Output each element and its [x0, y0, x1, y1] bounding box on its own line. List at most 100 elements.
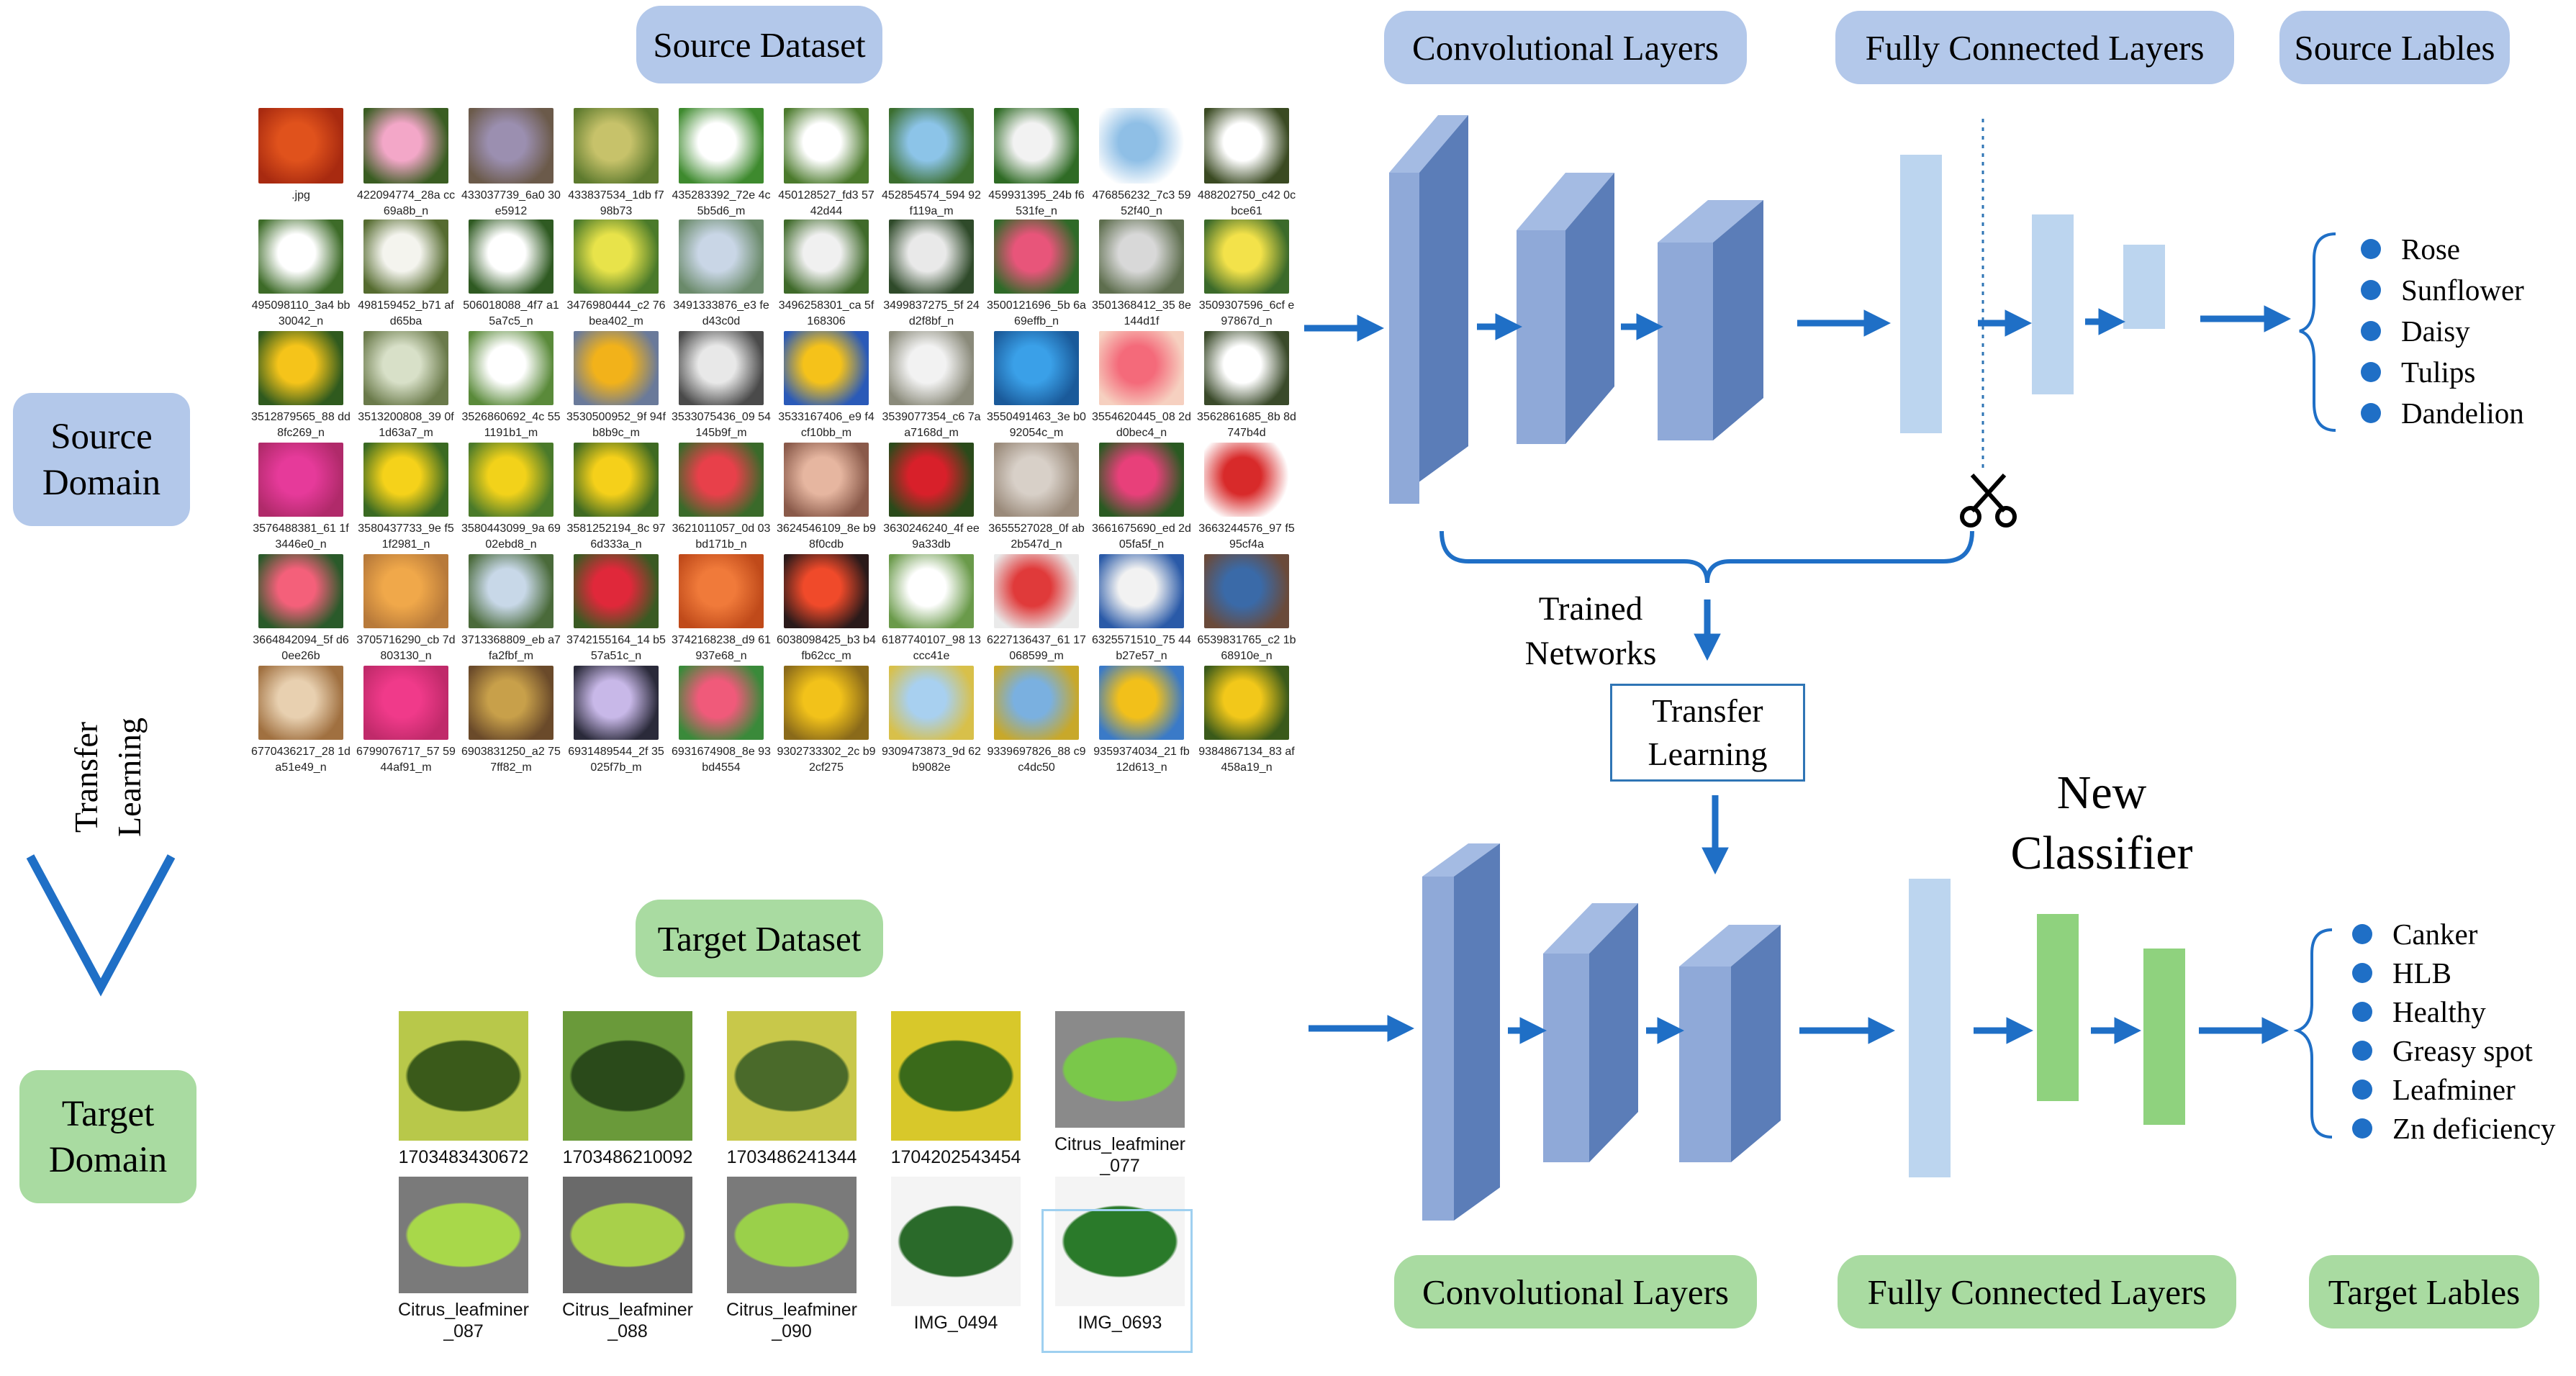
source-thumbnail[interactable]: 433837534_1db f798b73 — [564, 108, 669, 219]
source-thumbnail[interactable]: 9384867134_83 af458a19_n — [1194, 666, 1299, 777]
label-text: Dandelion — [2401, 396, 2524, 430]
source-thumbnail[interactable]: 3496258301_ca 5f168306 — [774, 219, 879, 331]
target-thumbnail[interactable]: 1704202543454 — [874, 1011, 1038, 1177]
thumbnail-caption: 6931674908_8e 93bd4554 — [672, 746, 771, 774]
source-thumbnail[interactable]: 3621011057_0d 03bd171b_n — [669, 443, 774, 554]
source-thumbnail[interactable]: 433037739_6a0 30e5912 — [458, 108, 564, 219]
source-thumbnail[interactable]: 3501368412_35 8e144d1f — [1089, 219, 1194, 331]
source-thumbnail[interactable]: 3562861685_8b 8d747b4d — [1194, 331, 1299, 443]
target-thumbnail[interactable]: 1703486210092 — [546, 1011, 710, 1177]
thumbnail-caption: 3742155164_14 b557a51c_n — [566, 634, 666, 662]
flower-photo-icon — [889, 666, 974, 740]
bullet-icon — [2352, 1079, 2372, 1100]
thumbnail-caption: 9359374034_21 fb12d613_n — [1093, 746, 1190, 774]
source-thumbnail[interactable]: 3580443099_9a 6902ebd8_n — [458, 443, 564, 554]
source-thumbnail[interactable]: 3500121696_5b 6a69effb_n — [984, 219, 1089, 331]
source-thumbnail[interactable]: 459931395_24b f6531fe_n — [984, 108, 1089, 219]
source-thumbnail[interactable]: 9339697826_88 c9c4dc50 — [984, 666, 1089, 777]
source-thumbnail[interactable]: 6799076717_57 5944af91_m — [353, 666, 458, 777]
source-thumbnail[interactable]: 3742155164_14 b557a51c_n — [564, 554, 669, 666]
target-labels-header-label: Target Lables — [2328, 1272, 2521, 1312]
target-thumbnail[interactable]: Citrus_leafminer _088 — [546, 1177, 710, 1342]
bullet-icon — [2361, 279, 2381, 300]
target-thumbnail[interactable]: IMG_0693 — [1038, 1177, 1202, 1342]
source-thumbnail[interactable]: 3539077354_c6 7aa7168d_m — [879, 331, 984, 443]
source-thumbnail[interactable]: 3509307596_6cf e97867d_n — [1194, 219, 1299, 331]
fc-layer-top-1 — [1900, 155, 1942, 433]
source-thumbnail[interactable]: 3533167406_e9 f4cf10bb_m — [774, 331, 879, 443]
source-thumbnail[interactable]: 3655527028_0f ab2b547d_n — [984, 443, 1089, 554]
flower-photo-icon — [1099, 219, 1184, 294]
flower-photo-icon — [469, 443, 553, 517]
target-thumbnail[interactable]: Citrus_leafminer _090 — [710, 1177, 874, 1342]
source-thumbnail[interactable]: 506018088_4f7 a15a7c5_n — [458, 219, 564, 331]
source-thumbnail[interactable]: 3491333876_e3 fed43c0d — [669, 219, 774, 331]
source-thumbnail[interactable]: 3661675690_ed 2d05fa5f_n — [1089, 443, 1194, 554]
source-thumbnail[interactable]: 3630246240_4f ee9a33db — [879, 443, 984, 554]
thumbnail-caption: 3512879565_88 dd8fc269_n — [251, 411, 351, 439]
source-thumbnail[interactable]: 3512879565_88 dd8fc269_n — [248, 331, 353, 443]
target-thumbnail[interactable]: 1703486241344 — [710, 1011, 874, 1177]
source-thumbnail[interactable]: 3580437733_9e f51f2981_n — [353, 443, 458, 554]
thumbnail-caption: 3562861685_8b 8d747b4d — [1197, 411, 1296, 439]
source-thumbnail[interactable]: 6931674908_8e 93bd4554 — [669, 666, 774, 777]
bullet-icon — [2352, 1002, 2372, 1022]
label-item: Zn deficiency — [2352, 1109, 2556, 1148]
thumbnail-caption: 3554620445_08 2dd0bec4_n — [1092, 411, 1191, 439]
source-thumbnail[interactable]: 3530500952_9f 94fb8b9c_m — [564, 331, 669, 443]
bullet-icon — [2352, 1041, 2372, 1061]
source-thumbnail[interactable]: 3664842094_5f d60ee26b — [248, 554, 353, 666]
source-thumbnail[interactable]: 6325571510_75 44b27e57_n — [1089, 554, 1194, 666]
source-thumbnail[interactable]: 6931489544_2f 35025f7b_m — [564, 666, 669, 777]
source-thumbnail[interactable]: 452854574_594 92f119a_m — [879, 108, 984, 219]
conv-layers-bottom-header: Convolutional Layers — [1394, 1255, 1757, 1329]
source-thumbnail[interactable]: 3513200808_39 0f1d63a7_m — [353, 331, 458, 443]
source-thumbnail[interactable]: 3533075436_09 54145b9f_m — [669, 331, 774, 443]
source-thumbnail[interactable]: 3705716290_cb 7d803130_n — [353, 554, 458, 666]
source-thumbnail[interactable]: 3550491463_3e b092054c_m — [984, 331, 1089, 443]
source-thumbnail[interactable]: 3713368809_eb a7fa2fbf_m — [458, 554, 564, 666]
thumbnail-caption: 3742168238_d9 61937e68_n — [672, 634, 771, 662]
source-thumbnail[interactable]: 3742168238_d9 61937e68_n — [669, 554, 774, 666]
source-thumbnail[interactable]: 3624546109_8e b98f0cdb — [774, 443, 879, 554]
label-item: Greasy spot — [2352, 1031, 2556, 1070]
target-thumbnail[interactable]: Citrus_leafminer _087 — [381, 1177, 546, 1342]
target-thumbnail[interactable]: 1703483430672 — [381, 1011, 546, 1177]
source-thumbnail[interactable]: 6903831250_a2 757ff82_m — [458, 666, 564, 777]
trained-networks-label: Trained Networks — [1501, 587, 1681, 676]
flower-photo-icon — [784, 554, 869, 628]
source-thumbnail[interactable]: 498159452_b71 afd65ba — [353, 219, 458, 331]
fc-layer-bottom-2 — [2037, 914, 2079, 1101]
source-thumbnail[interactable]: 450128527_fd3 5742d44 — [774, 108, 879, 219]
source-thumbnail[interactable]: 9359374034_21 fb12d613_n — [1089, 666, 1194, 777]
source-thumbnail[interactable]: 488202750_c42 0cbce61 — [1194, 108, 1299, 219]
source-thumbnail[interactable]: 9302733302_2c b92cf275 — [774, 666, 879, 777]
source-thumbnail[interactable]: 435283392_72e 4c5b5d6_m — [669, 108, 774, 219]
source-thumbnail[interactable]: .jpg — [248, 108, 353, 219]
thumbnail-caption: 488202750_c42 0cbce61 — [1197, 189, 1296, 217]
source-thumbnail[interactable]: 6038098425_b3 b4fb62cc_m — [774, 554, 879, 666]
thumbnail-caption: 3621011057_0d 03bd171b_n — [672, 522, 771, 551]
source-thumbnail[interactable]: 476856232_7c3 5952f40_n — [1089, 108, 1194, 219]
target-thumbnail[interactable]: IMG_0494 — [874, 1177, 1038, 1342]
source-thumbnail[interactable]: 422094774_28a cc69a8b_n — [353, 108, 458, 219]
flower-photo-icon — [679, 666, 764, 740]
source-thumbnail[interactable]: 6539831765_c2 1b68910e_n — [1194, 554, 1299, 666]
source-thumbnail[interactable]: 3576488381_61 1f3446e0_n — [248, 443, 353, 554]
target-thumbnail[interactable]: Citrus_leafminer _077 — [1038, 1011, 1202, 1177]
source-thumbnail[interactable]: 3499837275_5f 24d2f8bf_n — [879, 219, 984, 331]
source-thumbnail[interactable]: 495098110_3a4 bb30042_n — [248, 219, 353, 331]
source-thumbnail[interactable]: 3663244576_97 f595cf4a — [1194, 443, 1299, 554]
source-thumbnail[interactable]: 9309473873_9d 62b9082e — [879, 666, 984, 777]
source-thumbnail[interactable]: 6227136437_61 17068599_m — [984, 554, 1089, 666]
thumbnail-caption: 1704202543454 — [890, 1147, 1021, 1167]
source-thumbnail[interactable]: 3581252194_8c 976d333a_n — [564, 443, 669, 554]
thumbnail-caption: 9339697826_88 c9c4dc50 — [987, 746, 1086, 774]
source-thumbnail[interactable]: 3554620445_08 2dd0bec4_n — [1089, 331, 1194, 443]
source-thumbnail[interactable]: 6187740107_98 13ccc41e — [879, 554, 984, 666]
source-thumbnail[interactable]: 3526860692_4c 551191b1_m — [458, 331, 564, 443]
source-thumbnail[interactable]: 6770436217_28 1da51e49_n — [248, 666, 353, 777]
source-thumbnail[interactable]: 3476980444_c2 76bea402_m — [564, 219, 669, 331]
conv-layer-bottom-2 — [1543, 903, 1638, 1162]
leaf-photo-icon — [1055, 1011, 1185, 1128]
